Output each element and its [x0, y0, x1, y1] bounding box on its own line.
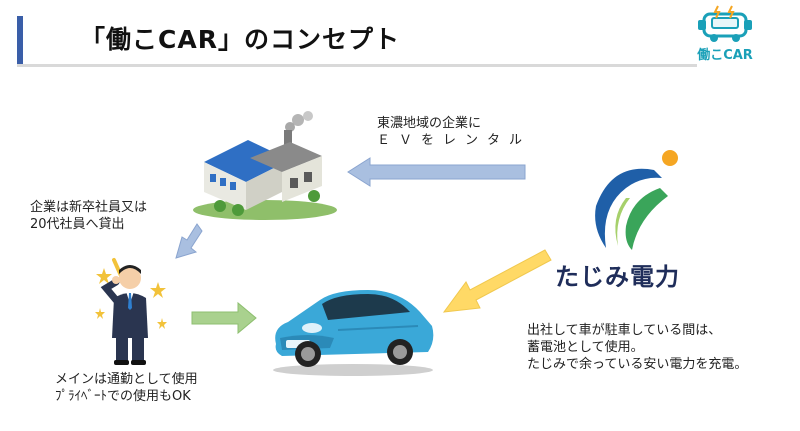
arrow-power-to-car [442, 249, 552, 313]
company-name: たじみ電力 [555, 263, 680, 291]
usage-note: メインは通勤として使用 ﾌﾟﾗｲﾍﾞｰﾄでの使用もOK [55, 371, 198, 405]
rental-note-line2: ＥＶをレンタル [377, 133, 532, 148]
usage-note-line2: ﾌﾟﾗｲﾍﾞｰﾄでの使用もOK [55, 389, 191, 404]
parking-note-line1: 出社して車が駐車している間は、 [527, 323, 722, 338]
rental-note: 東濃地域の企業に ＥＶをレンタル [377, 115, 531, 149]
accent-bar [17, 16, 23, 64]
car-icon [273, 290, 434, 376]
parking-note-line3: たじみで余っている安い電力を充電。 [527, 357, 748, 372]
factory-icon [193, 111, 337, 220]
header-divider [17, 64, 697, 67]
corner-logo-text: 働こCAR [697, 48, 753, 63]
parking-note-line2: 蓄電池として使用。 [527, 340, 644, 355]
arrow-person-to-car [191, 301, 257, 335]
slide-header: 「働こCAR」のコンセプト [0, 0, 800, 67]
lend-note-line1: 企業は新卒社員又は [30, 200, 148, 215]
usage-note-line1: メインは通勤として使用 [55, 372, 198, 387]
corner-logo-icon: 働こCAR [690, 4, 760, 64]
corner-logo-graphic [698, 5, 752, 42]
page-title: 「働こCAR」のコンセプト [80, 25, 400, 54]
businessman-icon [95, 258, 167, 365]
parking-note: 出社して車が駐車している間は、 蓄電池として使用。 たじみで余っている安い電力を… [527, 322, 747, 373]
arrow-factory-to-person [175, 223, 203, 259]
rental-note-line1: 東濃地域の企業に [377, 116, 482, 131]
arrow-company-to-factory [347, 157, 526, 187]
lend-note: 企業は新卒社員又は 20代社員へ貸出 [30, 199, 147, 233]
company-logo-icon [595, 150, 678, 250]
lend-note-line2: 20代社員へ貸出 [30, 217, 125, 232]
